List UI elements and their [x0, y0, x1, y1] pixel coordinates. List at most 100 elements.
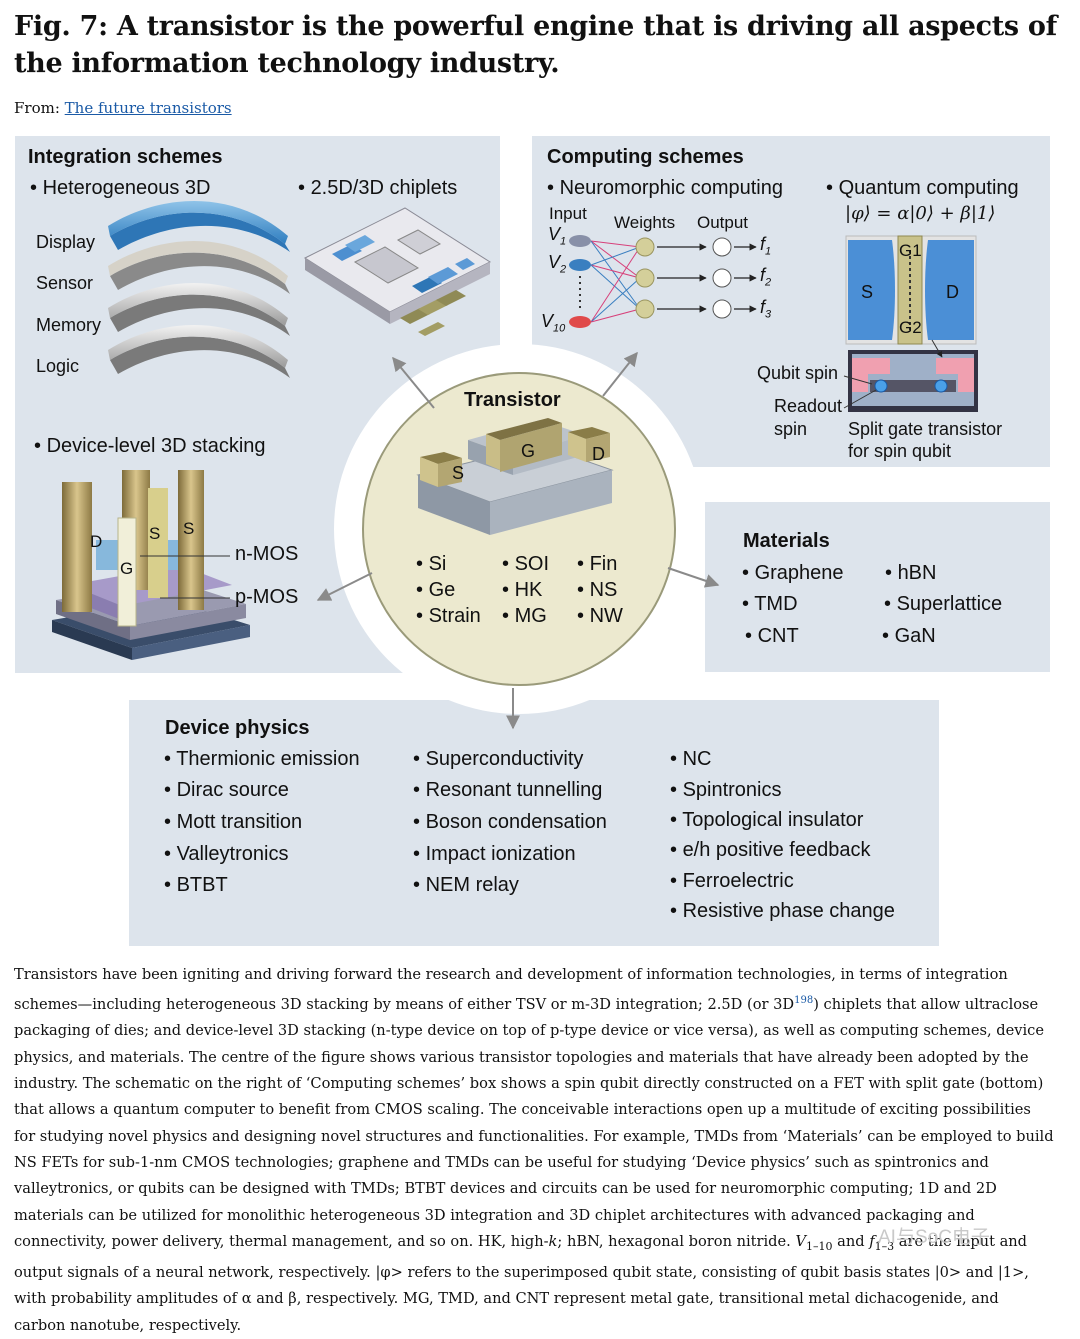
transistor-mat-strain: • Strain	[416, 605, 481, 627]
output-node-2	[712, 268, 732, 288]
transistor-d: D	[592, 444, 605, 464]
physics-item: • Superconductivity	[413, 748, 584, 770]
transistor-mat-si-label: Si	[428, 553, 447, 575]
caption-f-sub: 1–3	[874, 1239, 895, 1253]
v1-sub: 1	[560, 235, 567, 248]
caption-part: Transistors have been igniting and drivi…	[14, 966, 1008, 1014]
v1-label: V1	[548, 224, 566, 248]
neural-network	[590, 240, 641, 323]
transistor-s: S	[452, 463, 465, 483]
caption-part: ) chiplets that allow ultraclose packagi…	[14, 996, 1054, 1250]
layer-memory: Memory	[36, 315, 102, 335]
transistor-circle	[362, 372, 676, 686]
bullet-neuromorphic-label: Neuromorphic computing	[559, 177, 783, 199]
physics-item: • Valleytronics	[164, 843, 289, 865]
arrow-to-materials	[667, 567, 720, 588]
output-node-1	[712, 237, 732, 257]
physics-item: • Spintronics	[670, 779, 782, 801]
transistor-mat-ge: • Ge	[416, 579, 456, 601]
material-superlattice: • Superlattice	[884, 593, 1003, 615]
diagram-graphics	[52, 200, 978, 730]
caption-v-sub: 1–10	[806, 1239, 833, 1253]
material-tmd-label: TMD	[754, 593, 798, 615]
caption-part: and	[832, 1232, 870, 1250]
physics-item-label: NEM relay	[425, 874, 519, 896]
f2-letter: f	[760, 265, 766, 285]
v2-sub: 2	[560, 263, 567, 276]
transistor-g: G	[521, 441, 536, 461]
source-article-link[interactable]: The future transistors	[64, 99, 232, 117]
f1-letter: f	[760, 234, 766, 254]
bullet-chiplets: • 2.5D/3D chiplets	[298, 177, 458, 199]
transistor-mat-ns-label: NS	[589, 579, 618, 601]
quantum-equation: |φ⟩ = α|0⟩ + β|1⟩	[845, 203, 996, 224]
v10-label: V10	[541, 311, 565, 335]
physics-item: • Mott transition	[164, 811, 303, 833]
materials-panel	[705, 502, 1050, 672]
material-tmd: • TMD	[742, 593, 798, 615]
physics-item: • NC	[670, 748, 712, 770]
bullet-heterogeneous-3d: • Heterogeneous 3D	[30, 177, 211, 199]
physics-item-label: Mott transition	[176, 811, 303, 833]
f1-sub: 1	[765, 245, 772, 258]
output-label: Output	[697, 213, 749, 232]
split-gate-label-1: Split gate transistor	[848, 419, 1003, 439]
arrow-to-device3d	[316, 572, 373, 601]
from-label: From:	[14, 99, 60, 117]
terminal-s2: S	[183, 519, 195, 538]
physics-item: • NEM relay	[413, 874, 519, 896]
terminal-d: D	[90, 532, 103, 551]
transistor-mat-si: • Si	[416, 553, 447, 575]
terminal-s1: S	[149, 524, 161, 543]
material-hbn-label: hBN	[897, 562, 937, 584]
v10-sub: 10	[553, 322, 566, 335]
physics-item-label: e/h positive feedback	[682, 839, 871, 861]
bullet-neuromorphic: • Neuromorphic computing	[547, 177, 783, 199]
physics-item: • Dirac source	[164, 779, 289, 801]
chiplet-package	[303, 207, 492, 336]
caption-reference-link[interactable]: 198	[794, 995, 814, 1007]
v2-letter: V	[548, 252, 561, 272]
bullet-device-3d: • Device-level 3D stacking	[34, 435, 266, 457]
layer-logic: Logic	[36, 356, 80, 376]
physics-item-label: BTBT	[176, 874, 228, 896]
physics-item-label: Ferroelectric	[682, 870, 794, 892]
from-line: From: The future transistors	[14, 99, 232, 117]
physics-item-label: Boson condensation	[425, 811, 607, 833]
material-gan-label: GaN	[894, 625, 936, 647]
physics-item: • Resistive phase change	[670, 900, 895, 922]
weight-node-1	[635, 237, 655, 257]
material-hbn: • hBN	[885, 562, 937, 584]
physics-item: • Ferroelectric	[670, 870, 794, 892]
pmos-label: p-MOS	[235, 586, 299, 608]
material-cnt-label: CNT	[757, 625, 799, 647]
physics-item-label: Resistive phase change	[682, 900, 895, 922]
transistor-mat-nw-label: NW	[589, 605, 623, 627]
v1-letter: V	[548, 224, 561, 244]
physics-item-label: Topological insulator	[682, 809, 864, 831]
material-superlattice-label: Superlattice	[896, 593, 1003, 615]
weights-label: Weights	[614, 213, 676, 232]
physics-item: • Impact ionization	[413, 843, 576, 865]
gate-g2-label: G2	[899, 318, 922, 337]
physics-item: • Resonant tunnelling	[413, 779, 603, 801]
transistor-mat-ns: • NS	[577, 579, 618, 601]
weight-node-2	[635, 268, 655, 288]
nmos-label: n-MOS	[235, 543, 299, 565]
central-transistor-device	[416, 418, 614, 535]
readout-spin-label-2: spin	[774, 419, 808, 439]
transistor-mat-fin-label: Fin	[589, 553, 618, 575]
transistor-mat-soi-label: SOI	[514, 553, 550, 575]
material-gan: • GaN	[882, 625, 936, 647]
transistor-mat-mg-label: MG	[514, 605, 547, 627]
material-cnt: • CNT	[745, 625, 799, 647]
gate-g1-label: G1	[899, 241, 922, 260]
physics-title: Device physics	[165, 717, 310, 739]
weight-node-3	[635, 299, 655, 319]
terminal-g: G	[120, 559, 134, 578]
heterogeneous-3d-layers	[108, 200, 290, 378]
physics-item-label: Spintronics	[682, 779, 782, 801]
f3-sub: 3	[765, 308, 772, 321]
material-graphene-label: Graphene	[754, 562, 844, 584]
bullet-quantum-label: Quantum computing	[838, 177, 1019, 199]
